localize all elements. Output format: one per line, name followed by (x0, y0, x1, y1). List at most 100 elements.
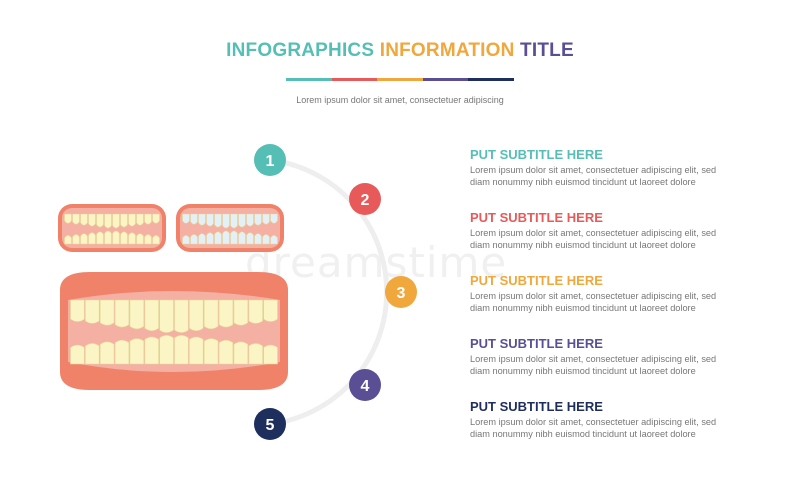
step-text-2a: Lorem ipsum dolor sit amet, consectetuer… (470, 228, 717, 238)
tooth (114, 299, 130, 328)
color-segment-1 (286, 78, 332, 81)
title-word-2: INFORMATION (379, 40, 515, 61)
tooth (262, 213, 270, 225)
tooth (80, 213, 88, 226)
tooth (198, 213, 206, 226)
tooth (128, 213, 136, 227)
step-text-4b: diam nonummy nibh euismod tincidunt ut l… (470, 366, 696, 376)
tooth (263, 299, 278, 322)
tooth (88, 232, 96, 245)
tooth (96, 231, 104, 245)
tooth (72, 234, 80, 245)
tooth (214, 213, 222, 228)
tooth (233, 341, 249, 365)
tooth (104, 230, 112, 245)
tooth (230, 230, 238, 245)
large-denture (60, 272, 288, 390)
step-node-1: 1 (254, 144, 286, 176)
tooth (222, 213, 230, 229)
step-number-1: 1 (266, 153, 275, 170)
color-segment-3 (377, 78, 423, 81)
step-text-5b: diam nonummy nibh euismod tincidunt ut l… (470, 429, 696, 439)
step-number-4: 4 (361, 378, 370, 395)
tooth (254, 213, 262, 226)
tooth (238, 231, 246, 245)
step-item-2: PUT SUBTITLE HERE Lorem ipsum dolor sit … (470, 210, 770, 251)
tooth (246, 213, 254, 227)
tooth (85, 299, 100, 324)
tooth (248, 343, 263, 365)
tooth (174, 335, 189, 365)
tooth (70, 299, 85, 322)
tooth (120, 213, 128, 228)
tooth (129, 299, 145, 330)
tooth (233, 299, 249, 326)
step-subtitle-3: PUT SUBTITLE HERE (470, 273, 603, 288)
step-text-1b: diam nonummy nibh euismod tincidunt ut l… (470, 177, 696, 187)
tooth (114, 339, 130, 365)
tooth (120, 231, 128, 245)
tooth (144, 336, 159, 365)
tooth (214, 231, 222, 245)
color-segment-4 (422, 78, 469, 81)
title-word-1: INFOGRAPHICS (226, 40, 375, 61)
tooth (99, 299, 115, 326)
step-text-5a: Lorem ipsum dolor sit amet, consectetuer… (470, 417, 717, 427)
tooth (159, 299, 174, 333)
step-number-5: 5 (266, 417, 275, 434)
step-node-3: 3 (385, 276, 417, 308)
tooth (206, 232, 214, 245)
tooth (88, 213, 96, 227)
tooth (64, 213, 72, 224)
tooth (174, 299, 189, 333)
tooth (112, 213, 120, 229)
step-node-2: 2 (349, 183, 381, 215)
tooth (189, 336, 204, 365)
step-subtitle-2: PUT SUBTITLE HERE (470, 210, 603, 225)
title-color-bar (286, 78, 514, 81)
step-item-5: PUT SUBTITLE HERE Lorem ipsum dolor sit … (470, 399, 770, 440)
step-item-3: PUT SUBTITLE HERE Lorem ipsum dolor sit … (470, 273, 770, 314)
tooth (263, 344, 278, 365)
tooth (159, 335, 174, 365)
step-text-4a: Lorem ipsum dolor sit amet, consectetuer… (470, 354, 717, 364)
tooth (136, 233, 144, 245)
tooth (218, 299, 234, 328)
tooth (144, 234, 152, 245)
tooth (218, 339, 234, 365)
tooth (85, 343, 100, 365)
tooth (238, 213, 246, 228)
tooth (136, 213, 144, 226)
page-title: INFOGRAPHICS INFORMATION TITLE (0, 40, 800, 62)
tooth (80, 233, 88, 245)
color-segment-5 (468, 78, 514, 81)
tooth (129, 338, 145, 365)
tooth (182, 213, 190, 224)
tooth (203, 338, 219, 365)
tooth (190, 213, 198, 225)
small-denture-white (176, 204, 284, 252)
tooth (206, 213, 214, 227)
tooth (144, 299, 159, 332)
tooth (190, 234, 198, 245)
tooth (270, 235, 278, 245)
step-subtitle-5: PUT SUBTITLE HERE (470, 399, 603, 414)
tooth (198, 233, 206, 245)
step-text-2b: diam nonummy nibh euismod tincidunt ut l… (470, 240, 696, 250)
tooth (270, 213, 278, 224)
step-subtitle-4: PUT SUBTITLE HERE (470, 336, 603, 351)
step-item-1: PUT SUBTITLE HERE Lorem ipsum dolor sit … (470, 147, 770, 188)
tooth (254, 233, 262, 245)
step-node-5: 5 (254, 408, 286, 440)
tooth (128, 232, 136, 245)
tooth (112, 230, 120, 245)
tooth (104, 213, 112, 229)
tooth (230, 213, 238, 229)
tooth (246, 232, 254, 245)
small-denture-yellow (58, 204, 166, 252)
tooth (72, 213, 80, 225)
tooth (182, 235, 190, 245)
tooth (189, 299, 204, 332)
step-node-4: 4 (349, 369, 381, 401)
